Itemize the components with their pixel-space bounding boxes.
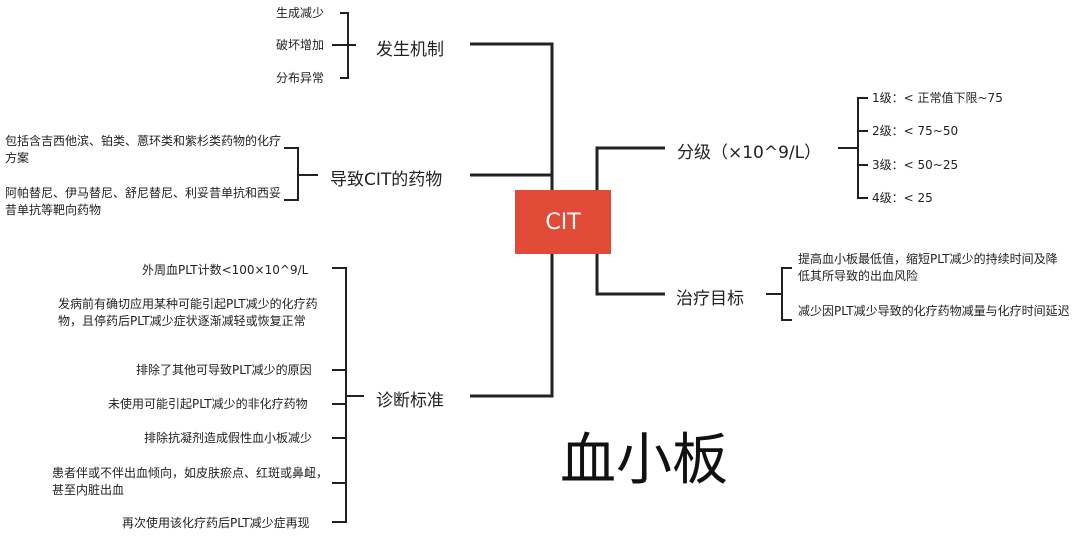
grading-item: 1级：< 正常值下限~75 xyxy=(872,91,1003,105)
goal-item: 减少因PLT减少导致的化疗药物减量与化疗时间延迟 xyxy=(798,304,1070,318)
grading-item: 3级：< 50~25 xyxy=(872,158,959,172)
goal-item: 提高血小板最低值，缩短PLT减少的持续时间及降低其所导致的出血风险 xyxy=(798,252,1058,283)
grading-item: 2级：< 75~50 xyxy=(872,124,959,138)
diagnosis-item: 外周血PLT计数<100×10^9/L xyxy=(142,263,309,277)
diagnosis-item: 患者伴或不伴出血倾向，如皮肤瘀点、红斑或鼻衄，甚至内脏出血 xyxy=(52,466,329,497)
mechanism-item: 分布异常 xyxy=(276,71,325,85)
diagnosis-item: 未使用可能引起PLT减少的非化疗药物 xyxy=(108,397,308,411)
diagnosis-item: 发病前有确切应用某种可能引起PLT减少的化疗药物，且停药后PLT减少症状逐渐减轻… xyxy=(58,297,318,328)
branch-goal: 治疗目标 xyxy=(676,289,744,309)
branch-mechanism: 发生机制 xyxy=(376,40,444,60)
center-node: CIT xyxy=(515,190,611,254)
drugs-item: 阿帕替尼、伊马替尼、舒尼替尼、利妥昔单抗和西妥昔单抗等靶向药物 xyxy=(5,186,282,217)
mechanism-item: 破坏增加 xyxy=(276,38,325,52)
branch-drugs: 导致CIT的药物 xyxy=(330,170,443,190)
diagnosis-item: 再次使用该化疗药后PLT减少症再现 xyxy=(122,516,310,530)
drugs-item: 包括含吉西他滨、铂类、蒽环类和紫杉类药物的化疗方案 xyxy=(5,134,282,165)
diagnosis-item: 排除了其他可导致PLT减少的原因 xyxy=(136,363,312,377)
branch-grading: 分级（×10^9/L） xyxy=(677,143,822,163)
overlay-caption: 血小板 xyxy=(560,428,728,493)
mechanism-item: 生成减少 xyxy=(276,6,325,20)
branch-diagnosis: 诊断标准 xyxy=(376,391,444,411)
grading-item: 4级：< 25 xyxy=(872,191,933,205)
diagnosis-item: 排除抗凝剂造成假性血小板减少 xyxy=(144,431,313,445)
